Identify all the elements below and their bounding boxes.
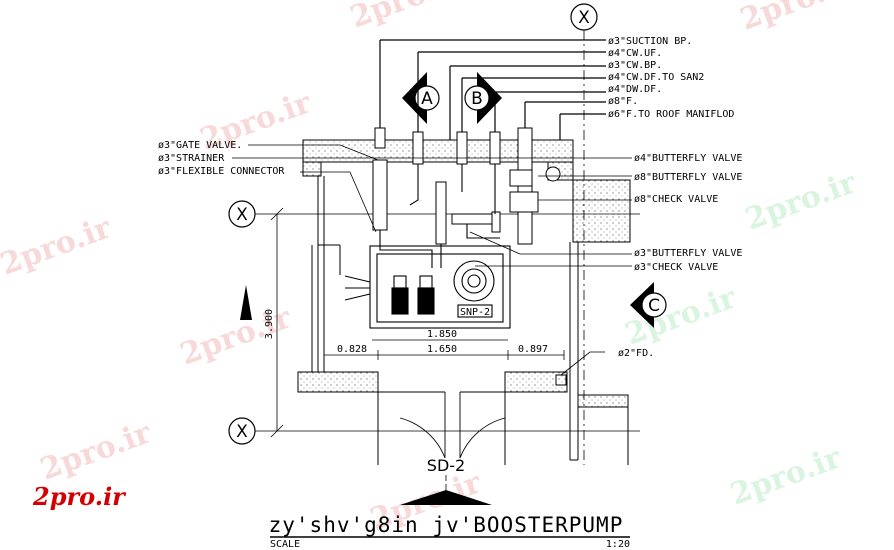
pipe-risers (379, 39, 606, 140)
section-label: SD-2 (427, 456, 465, 475)
pump-base (344, 245, 511, 329)
door-swing (399, 392, 506, 459)
north-arrow (240, 285, 252, 320)
connecting-pipes (379, 164, 500, 268)
equipment-tag: SNP-2 (460, 307, 490, 318)
watermark-text: 2pro.ir (741, 165, 862, 238)
grid-bubble-label: X (236, 205, 248, 225)
dimension-middle: 1.650 (427, 344, 457, 355)
dimension-vertical: 3.900 (264, 309, 275, 339)
fd-leader (560, 351, 605, 376)
component-label: ø3"STRAINER (158, 153, 225, 164)
section-mark-b: B (464, 72, 502, 124)
grid-bubble-label: X (578, 8, 590, 28)
site-logo: 2pro.ir (32, 482, 127, 511)
component-label: ø4"BUTTERFLY VALVE (634, 153, 742, 164)
right-leaders (300, 157, 632, 267)
pipe-label: ø3"CW.BP. (608, 60, 662, 71)
section-mark-label: C (648, 296, 660, 316)
pipe-label: ø8"F. (608, 96, 638, 107)
pipe-label: ø6"F.TO ROOF MANIFLOD (608, 109, 734, 120)
section-mark-label: B (471, 89, 483, 109)
component-label: ø3"FLEXIBLE CONNECTOR (158, 166, 285, 177)
watermark-text: 2pro.ir (736, 0, 857, 38)
pipe-label: ø3"SUCTION BP. (608, 36, 692, 47)
watermark-text: 2pro.ir (176, 300, 297, 373)
pipe-label: ø4"DW.DF. (608, 84, 662, 95)
slab-walls (297, 139, 631, 408)
grid-bubble-label: X (236, 422, 248, 442)
scale-value: 1:20 (606, 539, 630, 550)
component-label: ø8"CHECK VALVE (634, 194, 718, 205)
watermark-text: 2pro.ir (621, 280, 742, 353)
right-labels: ø4"BUTTERFLY VALVE ø8"BUTTERFLY VALVE ø8… (634, 153, 742, 273)
watermark-text: 2pro.ir (346, 0, 467, 36)
pipe-label: ø4"CW.UF. (608, 48, 662, 59)
watermark-text: 2pro.ir (726, 440, 847, 513)
pipe-labels-top: ø3"SUCTION BP. ø4"CW.UF. ø3"CW.BP. ø4"CW… (608, 36, 734, 120)
dimension-lines (270, 207, 565, 438)
left-leaders (232, 144, 379, 233)
grid-bubble-left-lower: X (228, 417, 640, 445)
dimension-top: 1.850 (427, 329, 457, 340)
component-label: ø3"CHECK VALVE (634, 262, 718, 273)
room-walls (311, 176, 629, 465)
dimension-right: 0.897 (518, 344, 548, 355)
left-labels: ø3"GATE VALVE. ø3"STRAINER ø3"FLEXIBLE C… (158, 140, 285, 177)
section-mark-label: A (421, 89, 433, 109)
pipe-label: ø4"CW.DF.TO SAN2 (608, 72, 704, 83)
drawing-title: zy'shv'g8in jv'BOOSTERPUMP (269, 513, 624, 537)
fd-label: ø2"FD. (618, 348, 654, 359)
section-mark-c: C (630, 282, 667, 328)
watermark-text: 2pro.ir (36, 415, 157, 488)
component-label: ø3"GATE VALVE. (158, 140, 242, 151)
component-label: ø3"BUTTERFLY VALVE (634, 248, 742, 259)
scale-label: SCALE (270, 539, 300, 550)
grid-bubble-top: X (570, 3, 598, 465)
component-label: ø8"BUTTERFLY VALVE (634, 172, 742, 183)
dimension-left: 0.828 (337, 344, 367, 355)
watermark-text: 2pro.ir (0, 210, 117, 283)
section-mark-a: A (402, 72, 440, 124)
